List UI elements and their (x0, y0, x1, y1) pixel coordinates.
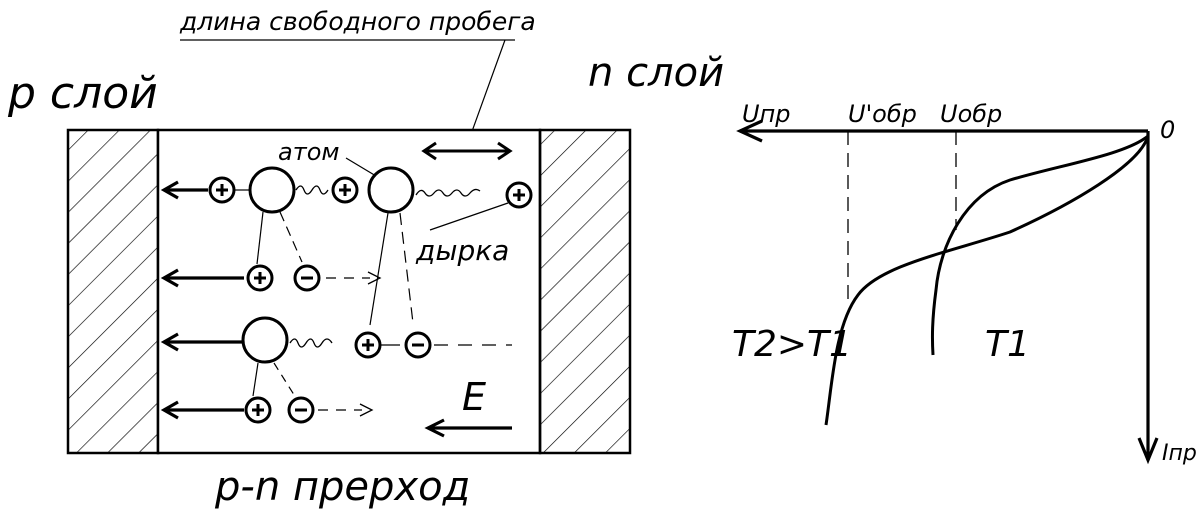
n-region-hatched (538, 128, 632, 455)
wavy-trace (415, 188, 481, 197)
atom-circle (367, 166, 415, 214)
origin-label: 0 (1160, 116, 1175, 144)
trace-line (369, 212, 389, 326)
hole-drift-arrows (160, 180, 244, 420)
atom-label: атом (278, 138, 339, 166)
free-path-label: длина свободного пробега (179, 7, 536, 36)
wavy-trace (289, 338, 333, 348)
iv-graph: Uпр U'обр Uобр 0 Iпр T2>T1 T1 (732, 100, 1197, 466)
u-rev-label: Uобр (940, 100, 1002, 128)
t2-label: T2>T1 (732, 324, 852, 365)
field-label: E (462, 375, 486, 419)
free-path-double-arrow (421, 141, 513, 161)
charge-plus (354, 331, 382, 359)
p-layer-label: p слой (7, 68, 158, 119)
open-arrowhead (367, 271, 382, 285)
hole-label: дырка (415, 234, 509, 267)
curve-t2 (824, 135, 1150, 426)
p-region-hatched (66, 128, 160, 455)
curve-t1 (930, 134, 1149, 356)
open-arrowhead (359, 403, 374, 417)
trace-line (279, 211, 303, 263)
charge-plus (208, 176, 236, 204)
u-forward-label: Uпр (742, 100, 791, 128)
trace-line (256, 211, 264, 265)
junction-label: p-n прерход (214, 464, 470, 510)
wavy-trace (295, 185, 329, 195)
t1-label: T1 (985, 324, 1030, 365)
charge-plus (244, 396, 272, 424)
charge-plus-hole (505, 181, 533, 209)
hole-leader (429, 202, 509, 231)
trace-line (273, 362, 297, 399)
charge-plus (331, 176, 359, 204)
trace-line (252, 362, 259, 397)
charge-minus (404, 331, 432, 359)
charge-minus (293, 264, 321, 292)
charge-plus (246, 264, 274, 292)
atom-leader (345, 157, 377, 177)
u-rev-prime-label: U'обр (848, 100, 917, 128)
n-layer-label: n слой (588, 50, 724, 96)
atom-circle (241, 316, 289, 364)
charge-minus (287, 396, 315, 424)
i-forward-label: Iпр (1162, 441, 1197, 466)
